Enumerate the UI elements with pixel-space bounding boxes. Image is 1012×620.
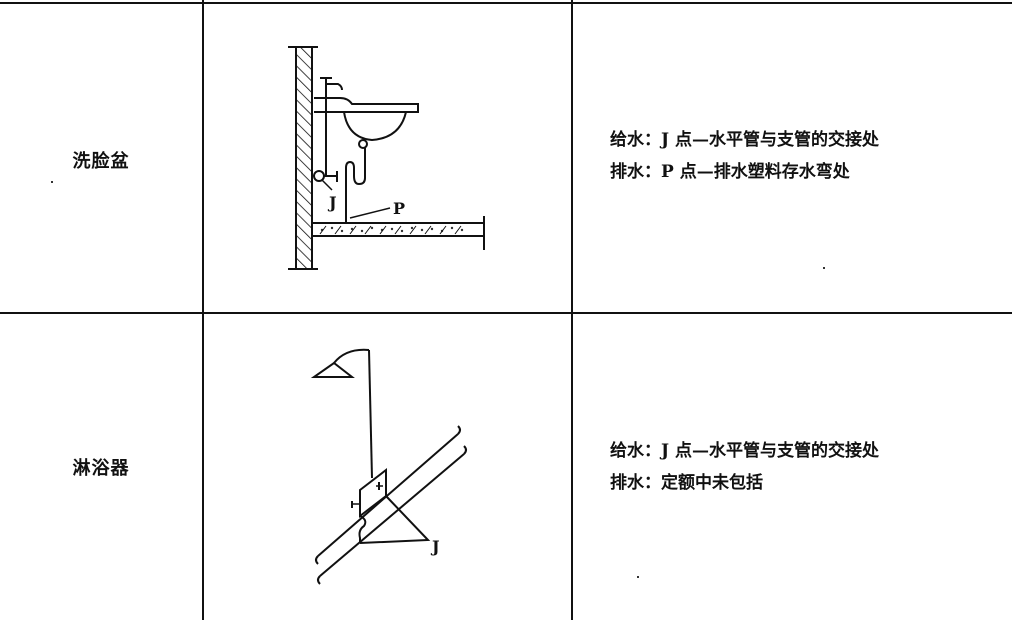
fixture-name: 洗脸盆 xyxy=(72,151,130,172)
svg-text:J: J xyxy=(327,193,337,212)
drainage-note: 排水：P 点—排水塑料存水弯处 xyxy=(610,162,850,182)
water-supply-note: 给水：J 点—水平管与支管的交接处 xyxy=(610,130,879,150)
svg-text:P: P xyxy=(393,199,405,218)
row-divider xyxy=(0,312,1012,314)
washbasin-diagram: J P xyxy=(288,46,485,270)
scan-speck xyxy=(823,267,825,269)
shower-diagram: J xyxy=(310,348,467,585)
scan-speck xyxy=(637,576,639,578)
scan-speck xyxy=(51,181,53,183)
water-supply-note: 给水：J 点—水平管与支管的交接处 xyxy=(610,441,879,461)
shower-notes: 给水：J 点—水平管与支管的交接处 排水：定额中未包括 xyxy=(610,435,879,499)
column-divider-1 xyxy=(202,0,204,620)
table-row-washbasin: 洗脸盆 xyxy=(0,4,202,312)
fixture-name: 淋浴器 xyxy=(72,458,130,479)
svg-text:J: J xyxy=(430,537,440,556)
column-divider-2 xyxy=(571,0,573,620)
washbasin-notes: 给水：J 点—水平管与支管的交接处 排水：P 点—排水塑料存水弯处 xyxy=(610,124,879,188)
drainage-note: 排水：定额中未包括 xyxy=(610,473,763,493)
table-top-border xyxy=(0,2,1012,4)
table-row-shower: 淋浴器 xyxy=(0,314,202,620)
